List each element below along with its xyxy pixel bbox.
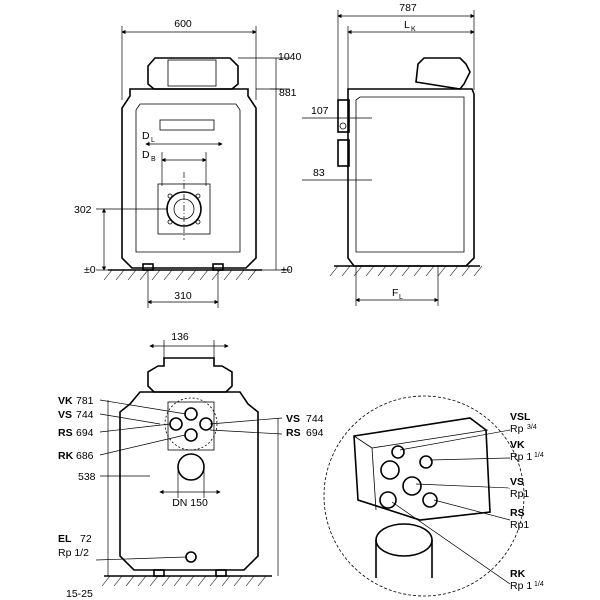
vs-left-code: VS: [58, 409, 72, 421]
vk-fitting: [419, 455, 433, 469]
svg-text:Rp1: Rp1: [510, 519, 529, 531]
height-casing-label: 881: [279, 87, 297, 99]
svg-text:781: 781: [76, 395, 94, 407]
flue-outlet-rear: [177, 453, 205, 481]
el-connection: [185, 551, 197, 563]
flue-pipe-detail: [375, 523, 433, 557]
height-total-label: 1040: [278, 51, 302, 63]
svg-text:72: 72: [80, 533, 92, 545]
rs-left-code: RS: [58, 427, 73, 439]
dl-label: D: [142, 130, 150, 142]
svg-text:L: L: [151, 137, 155, 144]
vk-connection: [184, 407, 198, 421]
svg-text:Rp 1: Rp 1: [510, 580, 532, 592]
feet-adjust-label: 15-25: [66, 588, 93, 600]
svg-text:1/4: 1/4: [534, 581, 544, 588]
fl-label: F: [392, 287, 398, 299]
flue-height-label: 302: [74, 204, 92, 216]
vsl-fitting: [391, 445, 405, 459]
feet-spacing-label: 310: [174, 290, 192, 302]
flue-center-label: 538: [78, 471, 96, 483]
svg-text:Rp: Rp: [510, 423, 524, 435]
svg-text:B: B: [151, 156, 156, 163]
front-view: 600 1040 881 ±0 D L D B 302 ±0 310: [74, 18, 302, 308]
el-code: EL: [58, 533, 72, 545]
svg-text:694: 694: [76, 427, 94, 439]
lower-port-label: 83: [313, 167, 325, 179]
vk-detail-code: VK: [510, 439, 525, 451]
svg-text:744: 744: [76, 409, 94, 421]
svg-text:744: 744: [306, 413, 324, 425]
svg-text:694: 694: [306, 427, 324, 439]
rear-view: 136 VK 781 VS 744 RS 694 RK 686 538 EL 7…: [58, 331, 324, 600]
vk-left-code: VK: [58, 395, 73, 407]
upper-port-label: 107: [311, 105, 329, 117]
el-thread: Rp 1/2: [58, 547, 89, 559]
rk-left-code: RK: [58, 450, 74, 462]
rs-right-code: RS: [286, 427, 301, 439]
top-width-label: 136: [171, 331, 189, 343]
rk-connection: [184, 428, 198, 442]
zero-left-label: ±0: [84, 264, 96, 276]
db-label: D: [142, 149, 150, 161]
front-width-label: 600: [174, 18, 192, 30]
svg-text:L: L: [399, 294, 403, 301]
vs-fitting: [402, 476, 422, 496]
svg-text:K: K: [411, 26, 416, 33]
vs-right-code: VS: [286, 413, 300, 425]
svg-text:Rp 1: Rp 1: [510, 451, 532, 463]
connection-detail: VSL Rp 3/4 VK Rp 1 1/4 VS Rp1 RS Rp1 RK …: [323, 395, 544, 597]
svg-text:1/4: 1/4: [534, 452, 544, 459]
svg-text:Rp1: Rp1: [510, 488, 529, 500]
vsl-code: VSL: [510, 411, 531, 423]
depth-label: 787: [399, 2, 417, 14]
zero-right-label: ±0: [281, 264, 293, 276]
rk-detail-code: RK: [510, 568, 526, 580]
side-view: 787 L K 107 83 F L: [302, 2, 483, 306]
svg-text:3/4: 3/4: [527, 424, 537, 431]
lk-label: L: [404, 19, 410, 31]
rs-fitting: [422, 492, 438, 508]
vs-detail-code: VS: [510, 476, 524, 488]
rs-detail-code: RS: [510, 507, 525, 519]
dn-label: DN 150: [172, 497, 208, 509]
svg-text:686: 686: [76, 450, 94, 462]
rs-connection: [169, 417, 183, 431]
